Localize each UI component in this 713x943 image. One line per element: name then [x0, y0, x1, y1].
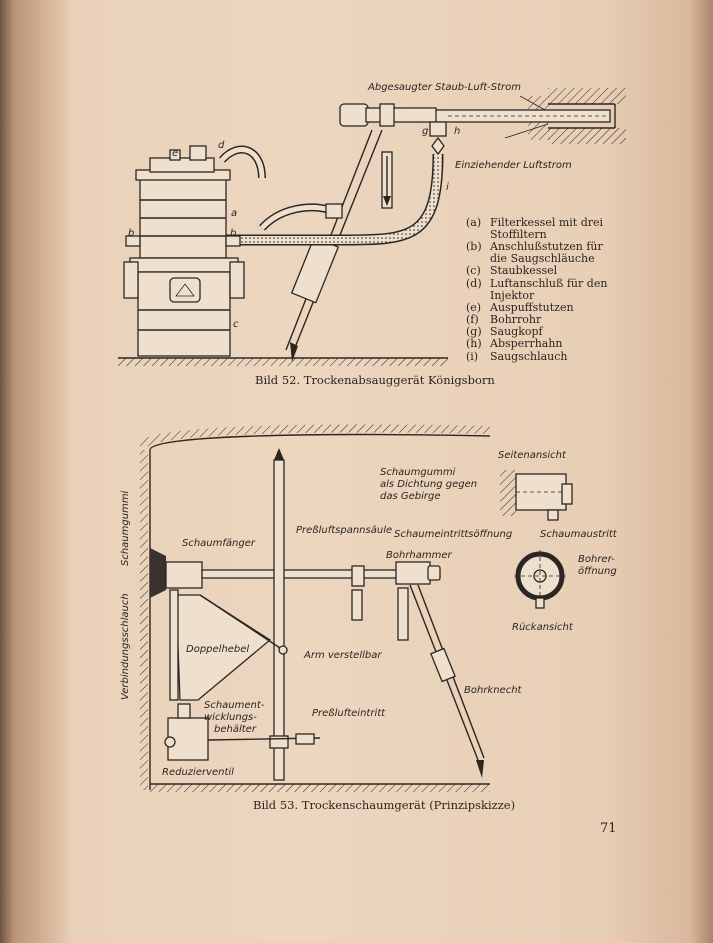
doppelhebel	[175, 594, 272, 701]
legend-text-5: Luftanschluß für den	[490, 277, 607, 290]
legend-text-2: Anschlußstutzen für	[489, 240, 603, 253]
legend-text-6: Injektor	[490, 289, 535, 302]
letter-i: i	[446, 182, 449, 193]
label-schaumfaenger: Schaumfänger	[182, 538, 256, 549]
staubkessel-rim	[129, 257, 239, 273]
legend-key-4: (c)	[466, 264, 481, 277]
schaumgummi-seal	[150, 548, 166, 598]
letter-g: g	[422, 126, 428, 137]
legend-text-0: Filterkessel mit drei	[490, 216, 604, 229]
legend-key-7: (e)	[466, 301, 481, 314]
label-doppelhebel: Doppelhebel	[186, 644, 249, 655]
legend-key-8: (f)	[466, 313, 479, 326]
pressluftspannsaeule	[273, 459, 285, 781]
label-pressluftspannsaeule: Preßluftspannsäule	[296, 525, 392, 536]
legend-key-2: (b)	[466, 240, 482, 253]
legend-text-3: die Saugschläuche	[490, 252, 595, 265]
legend-text-7: Auspuffstutzen	[489, 301, 574, 314]
bohrhammer	[395, 561, 431, 585]
schaumfaenger	[165, 561, 203, 589]
figure-52-drawing	[118, 88, 626, 366]
label-schaumgummi-2: als Dichtung gegen	[380, 479, 477, 490]
filterkessel	[139, 175, 227, 259]
legend-key-0: (a)	[466, 216, 481, 229]
label-schaumaustritt: Schaumaustritt	[540, 529, 618, 540]
reduzierventil	[164, 736, 176, 748]
anschlussstutzen-left	[125, 235, 141, 247]
label-staub-luft-strom: Abgesaugter Staub-Luft-Strom	[367, 82, 521, 93]
bohrstange	[201, 569, 403, 579]
page-number: 71	[600, 821, 617, 836]
rock-top	[548, 88, 626, 104]
letter-b-right: b	[230, 228, 236, 239]
figure-52-caption: Bild 52. Trockenabsauggerät Königsborn	[255, 373, 495, 387]
label-arm-verstellbar: Arm verstellbar	[303, 650, 382, 661]
letter-a: a	[231, 208, 237, 219]
label-reduzierventil: Reduzierventil	[162, 767, 234, 778]
floor-hatch	[150, 784, 490, 792]
legend-text-1: Stoffiltern	[490, 228, 547, 241]
pusher-leg	[290, 236, 340, 304]
figure-52-legend: (a) Filterkessel mit drei Stoffiltern (b…	[466, 216, 607, 363]
letter-h: h	[454, 126, 460, 137]
letter-b-left: b	[128, 228, 134, 239]
bohrhammer-grip	[339, 103, 369, 127]
label-bohreroeffnung-1: Bohrer-	[578, 554, 615, 565]
label-schaumgummi-vertical: Schaumgummi	[120, 490, 131, 566]
seitenansicht-rock	[500, 470, 516, 516]
label-presslufteintritt: Preßlufteintritt	[312, 708, 386, 719]
legend-text-10: Absperrhahn	[489, 337, 563, 350]
verbindungsschlauch	[169, 589, 179, 701]
legend-text-11: Saugschlauch	[490, 350, 568, 363]
label-seitenansicht: Seitenansicht	[498, 450, 567, 461]
label-schaumeintrittsoeffnung: Schaumeintrittsöffnung	[394, 529, 512, 540]
label-verbindungsschlauch: Verbindungsschlauch	[120, 593, 131, 700]
label-bohreroeffnung-2: öffnung	[578, 566, 617, 577]
label-schaumentwicklung-2: wicklungs-	[204, 712, 257, 723]
book-gutter	[0, 0, 70, 943]
legend-text-4: Staubkessel	[490, 264, 558, 277]
label-einziehender-luftstrom: Einziehender Luftstrom	[455, 160, 572, 171]
letter-e: e	[172, 148, 178, 159]
figure-53-caption: Bild 53. Trockenschaumgerät (Prinzipskiz…	[253, 798, 515, 812]
label-schaumgummi-1: Schaumgummi	[380, 467, 456, 478]
legend-text-9: Saugkopf	[490, 325, 544, 338]
absperrhahn	[431, 136, 445, 156]
ground-hatch	[118, 358, 448, 366]
label-schaumentwicklung-3: behälter	[214, 724, 257, 735]
legend-text-8: Bohrrohr	[490, 313, 542, 326]
legend-key-9: (g)	[466, 325, 482, 338]
label-schaumentwicklung-1: Schaument-	[204, 700, 265, 711]
label-schaumgummi-3: das Gebirge	[380, 491, 441, 502]
rock-bottom	[548, 128, 626, 144]
anschlussstutzen-right	[225, 235, 241, 247]
label-rueckansicht: Rückansicht	[512, 622, 574, 633]
legend-key-11: (i)	[466, 350, 478, 363]
label-bohrknecht: Bohrknecht	[464, 685, 523, 696]
letter-c: c	[233, 319, 239, 330]
legend-key-10: (h)	[466, 337, 482, 350]
saugkopf	[429, 121, 447, 137]
legend-key-5: (d)	[466, 277, 482, 290]
label-bohrhammer: Bohrhammer	[386, 550, 453, 561]
figure-53-drawing	[140, 424, 573, 792]
letter-d: d	[218, 140, 225, 151]
